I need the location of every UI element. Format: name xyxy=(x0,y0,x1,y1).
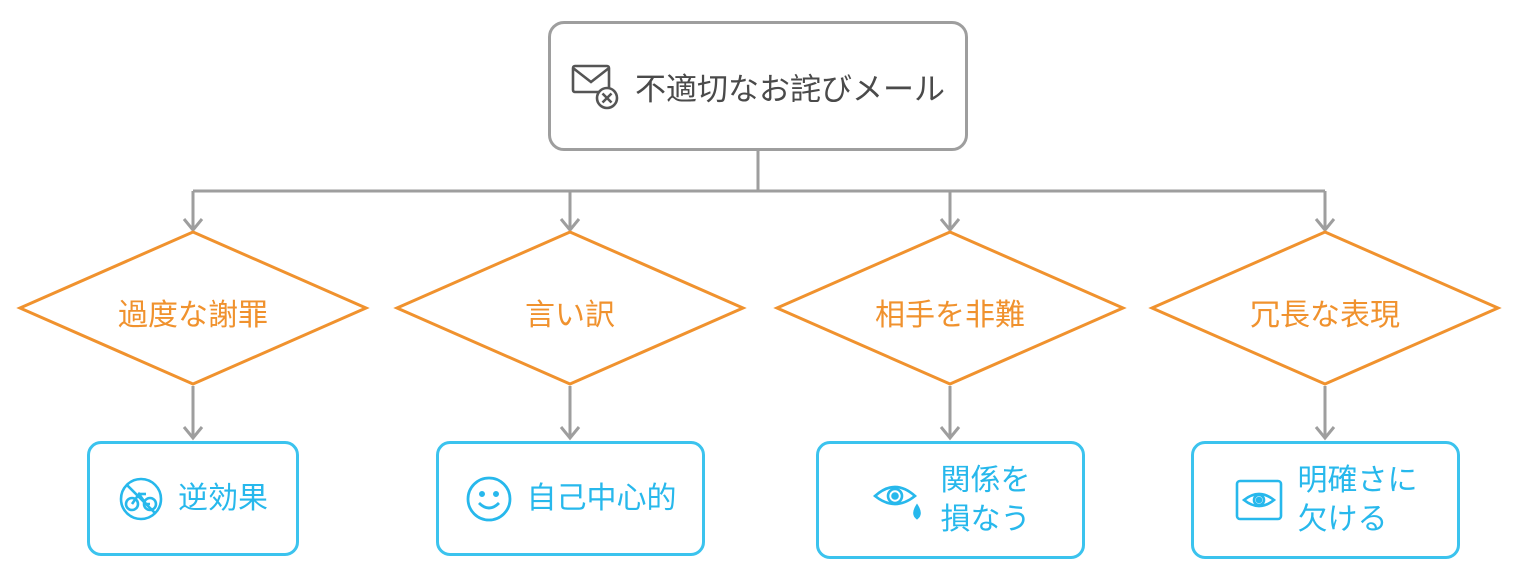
smile-icon xyxy=(465,475,513,523)
arrowhead-link-3 xyxy=(939,426,961,441)
eye-tear-icon xyxy=(871,476,927,524)
result-label-4: 明確さに 欠ける xyxy=(1297,463,1418,537)
diamond-3 xyxy=(773,230,1127,386)
diamond-2 xyxy=(393,230,747,386)
no-bicycle-icon xyxy=(118,476,164,522)
condition-label-4: 冗長な表現 xyxy=(1250,298,1400,333)
arrowhead-link-1 xyxy=(182,426,204,441)
result-label-3: 関係を 損なう xyxy=(940,463,1031,537)
eye-scan-icon xyxy=(1234,477,1284,523)
arrowhead-link-4 xyxy=(1314,426,1336,441)
diamond-1 xyxy=(16,230,370,386)
condition-label-1: 過度な謝罪 xyxy=(118,298,268,333)
arrowhead-drop-4 xyxy=(1314,218,1336,233)
condition-label-3: 相手を非難 xyxy=(875,298,1025,333)
result-node-4: 明確さに 欠ける xyxy=(1191,441,1460,559)
condition-label-2: 言い訳 xyxy=(525,298,615,333)
result-label-1: 逆効果 xyxy=(178,481,268,516)
arrowhead-drop-2 xyxy=(559,218,581,233)
arrowhead-link-2 xyxy=(559,426,581,441)
connector-lines xyxy=(182,151,1336,441)
result-label-2: 自己中心的 xyxy=(526,481,677,516)
arrowhead-drop-3 xyxy=(939,218,961,233)
diamond-4 xyxy=(1148,230,1502,386)
arrowhead-drop-1 xyxy=(182,218,204,233)
mail-x-icon xyxy=(571,62,623,110)
root-label: 不適切なお詫びメール xyxy=(635,71,945,108)
result-node-2: 自己中心的 xyxy=(436,441,705,556)
root-node: 不適切なお詫びメール xyxy=(548,21,968,151)
result-node-1: 逆効果 xyxy=(87,441,299,556)
result-node-3: 関係を 損なう xyxy=(816,441,1085,559)
decision-diamonds xyxy=(16,230,1502,386)
